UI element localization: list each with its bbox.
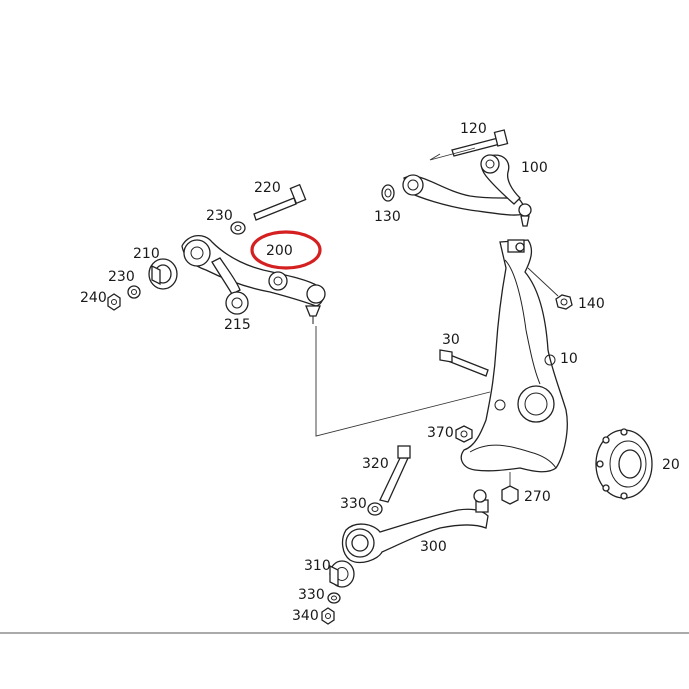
control-arm-200 — [181, 235, 326, 324]
bushing-210 — [148, 258, 178, 290]
label-320: 320 — [362, 456, 389, 472]
bushing-215 — [225, 291, 249, 315]
label-100: 100 — [521, 160, 548, 176]
label-30: 30 — [442, 332, 460, 348]
label-230-upper: 230 — [206, 208, 233, 224]
bushing-310 — [329, 560, 355, 588]
label-330-lower: 330 — [298, 587, 325, 603]
bolt-30 — [439, 349, 489, 377]
label-20: 20 — [662, 457, 680, 473]
label-230-lower: 230 — [108, 269, 135, 285]
bolt-320 — [379, 445, 411, 503]
label-210: 210 — [133, 246, 160, 262]
label-10: 10 — [560, 351, 578, 367]
nut-240 — [107, 293, 121, 311]
nut-370 — [455, 425, 473, 443]
label-200: 200 — [266, 243, 293, 259]
part-200-highlight-ellipse — [250, 230, 322, 270]
upper-control-arm-100 — [402, 154, 532, 227]
label-330-upper: 330 — [340, 496, 367, 512]
steering-knuckle-10 — [460, 239, 568, 473]
label-120: 120 — [460, 121, 487, 137]
bolt-220 — [253, 183, 307, 221]
nut-340 — [321, 607, 335, 625]
washer-230-lower — [127, 285, 141, 299]
label-370: 370 — [427, 425, 454, 441]
washer-130 — [381, 184, 395, 202]
label-140: 140 — [578, 296, 605, 312]
nut-270 — [501, 472, 519, 505]
label-340: 340 — [292, 608, 319, 624]
label-300: 300 — [420, 539, 447, 555]
nut-140 — [555, 294, 573, 310]
label-215: 215 — [224, 317, 251, 333]
washer-330-lower — [327, 592, 341, 604]
label-220: 220 — [254, 180, 281, 196]
label-130: 130 — [374, 209, 401, 225]
lower-control-arm-300 — [341, 489, 489, 564]
wheel-hub-20 — [595, 428, 653, 500]
label-270: 270 — [524, 489, 551, 505]
label-310: 310 — [304, 558, 331, 574]
label-240: 240 — [80, 290, 107, 306]
washer-330-upper — [367, 502, 383, 516]
washer-230-upper — [230, 221, 246, 235]
